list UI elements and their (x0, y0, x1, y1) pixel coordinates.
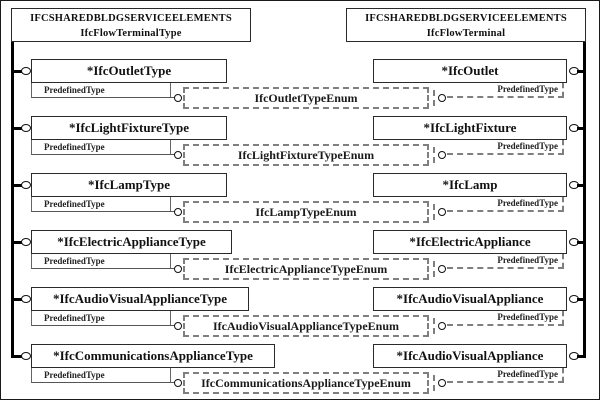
left-attribute-connector-line (170, 153, 175, 155)
right-schema-entity: IfcFlowTerminal (426, 28, 506, 39)
right-bus-branch-line (577, 354, 585, 358)
right-attribute-dashed-line (447, 210, 564, 212)
right-attribute-dashed-line (447, 153, 564, 155)
left-bus-branch-line (12, 297, 23, 301)
left-entity-box: *IfcCommunicationsApplianceType (31, 344, 275, 368)
left-predefinedtype-attribute: PredefinedType (31, 311, 171, 326)
left-entity-box: *IfcLightFixtureType (31, 116, 227, 140)
left-bus-branch-line (12, 240, 23, 244)
right-predefinedtype-attribute: PredefinedType (497, 312, 558, 322)
enum-left-connector-circle (174, 94, 182, 102)
right-entity-box: *IfcAudioVisualAppliance (373, 287, 567, 311)
enum-left-connector-circle (174, 265, 182, 273)
enum-type-box: IfcLampTypeEnum (183, 201, 429, 223)
left-entity-box: *IfcAudioVisualApplianceType (31, 287, 249, 311)
right-schema-header-box: IFCSHAREDBLDGSERVICEELEMENTS IfcFlowTerm… (346, 8, 586, 42)
relationship-row: *IfcCommunicationsApplianceType Predefin… (1, 344, 599, 399)
right-attribute-dashed-line (447, 381, 564, 383)
left-attribute-connector-line (170, 267, 175, 269)
right-attribute-corner-tick (562, 197, 564, 211)
left-attribute-connector-line (170, 96, 175, 98)
left-bus-branch-line (12, 126, 23, 130)
left-predefinedtype-attribute: PredefinedType (31, 83, 171, 98)
left-bus-branch-line (12, 69, 23, 73)
right-attribute-corner-tick (562, 368, 564, 382)
enum-right-connector-circle (438, 265, 446, 273)
right-predefinedtype-attribute: PredefinedType (497, 369, 558, 379)
left-predefinedtype-attribute: PredefinedType (31, 254, 171, 269)
enum-right-connector-circle (438, 379, 446, 387)
right-entity-box: *IfcElectricAppliance (373, 230, 567, 254)
left-branch-connector-circle (21, 238, 31, 246)
left-attribute-connector-line (170, 324, 175, 326)
enum-right-bracket-tick (433, 204, 435, 220)
right-bus-branch-line (577, 240, 585, 244)
right-attribute-corner-tick (562, 140, 564, 154)
right-predefinedtype-attribute: PredefinedType (497, 84, 558, 94)
enum-right-bracket-tick (433, 147, 435, 163)
left-predefinedtype-attribute: PredefinedType (31, 140, 171, 155)
left-branch-connector-circle (21, 67, 31, 75)
right-attribute-corner-tick (562, 254, 564, 268)
right-attribute-corner-tick (562, 83, 564, 97)
enum-type-box: IfcLightFixtureTypeEnum (183, 144, 429, 166)
left-predefinedtype-attribute: PredefinedType (31, 197, 171, 212)
relationship-row: *IfcAudioVisualApplianceType PredefinedT… (1, 287, 599, 344)
left-attribute-connector-line (170, 210, 175, 212)
enum-left-connector-circle (174, 208, 182, 216)
right-bus-branch-line (577, 126, 585, 130)
relationship-row: *IfcElectricApplianceType PredefinedType… (1, 230, 599, 287)
enum-type-box: IfcAudioVisualApplianceTypeEnum (183, 315, 429, 337)
enum-type-box: IfcOutletTypeEnum (183, 87, 429, 109)
right-entity-box: *IfcLamp (373, 173, 567, 197)
left-bus-branch-line (12, 354, 23, 358)
enum-right-connector-circle (438, 208, 446, 216)
right-attribute-corner-tick (562, 311, 564, 325)
left-predefinedtype-attribute: PredefinedType (31, 368, 171, 383)
right-predefinedtype-attribute: PredefinedType (497, 141, 558, 151)
left-schema-entity: IfcFlowTerminalType (80, 28, 182, 39)
enum-left-connector-circle (174, 151, 182, 159)
enum-right-connector-circle (438, 322, 446, 330)
right-attribute-dashed-line (447, 324, 564, 326)
right-entity-box: *IfcAudioVisualAppliance (373, 344, 567, 368)
left-branch-connector-circle (21, 352, 31, 360)
left-entity-box: *IfcOutletType (31, 59, 227, 83)
right-bus-branch-line (577, 69, 585, 73)
left-branch-connector-circle (21, 181, 31, 189)
right-predefinedtype-attribute: PredefinedType (497, 198, 558, 208)
relationship-row: *IfcOutletType PredefinedType IfcOutletT… (1, 59, 599, 116)
right-bus-branch-line (577, 183, 585, 187)
left-entity-box: *IfcLampType (31, 173, 227, 197)
left-branch-connector-circle (21, 295, 31, 303)
enum-type-box: IfcCommunicationsApplianceTypeEnum (183, 372, 429, 394)
right-entity-box: *IfcLightFixture (373, 116, 567, 140)
left-schema-header-box: IFCSHAREDBLDGSERVICEELEMENTS IfcFlowTerm… (11, 8, 251, 42)
right-bus-branch-line (577, 297, 585, 301)
enum-right-connector-circle (438, 94, 446, 102)
left-schema-name: IFCSHAREDBLDGSERVICEELEMENTS (30, 13, 232, 24)
enum-right-bracket-tick (433, 375, 435, 391)
relationship-row: *IfcLampType PredefinedType IfcLampTypeE… (1, 173, 599, 230)
right-schema-name: IFCSHAREDBLDGSERVICEELEMENTS (365, 13, 567, 24)
enum-left-connector-circle (174, 322, 182, 330)
left-bus-branch-line (12, 183, 23, 187)
right-attribute-dashed-line (447, 96, 564, 98)
left-attribute-connector-line (170, 381, 175, 383)
right-inheritance-bus-line (583, 42, 586, 358)
left-entity-box: *IfcElectricApplianceType (31, 230, 232, 254)
enum-right-bracket-tick (433, 90, 435, 106)
enum-right-bracket-tick (433, 318, 435, 334)
enum-type-box: IfcElectricApplianceTypeEnum (183, 258, 429, 280)
right-predefinedtype-attribute: PredefinedType (497, 255, 558, 265)
right-attribute-dashed-line (447, 267, 564, 269)
enum-left-connector-circle (174, 379, 182, 387)
relationship-row: *IfcLightFixtureType PredefinedType IfcL… (1, 116, 599, 173)
left-inheritance-bus-line (11, 42, 14, 358)
enum-right-connector-circle (438, 151, 446, 159)
right-entity-box: *IfcOutlet (373, 59, 567, 83)
left-branch-connector-circle (21, 124, 31, 132)
enum-right-bracket-tick (433, 261, 435, 277)
